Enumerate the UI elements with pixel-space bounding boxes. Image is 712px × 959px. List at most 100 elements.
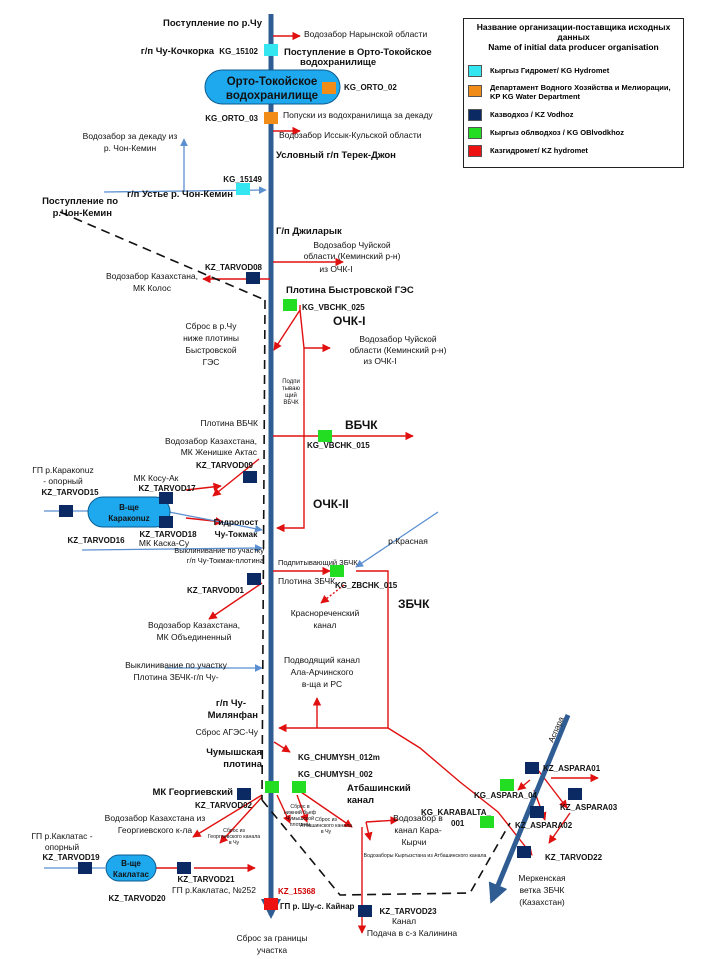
gp-kaklatas-label-2: опорный (45, 842, 80, 852)
station-kz-tarvod01 (247, 573, 261, 585)
legend-label: Кыргыз Гидромет/ KG Hydromet (490, 66, 610, 75)
chui-intake-2-label-1: Водозабор Чуйской (359, 334, 437, 344)
inflow-chu-label: Поступление по р.Чу (163, 18, 263, 29)
kg-orto-02-label: KG_ORTO_02 (344, 83, 397, 92)
kg-vbchk-025-label: KG_VBCHK_025 (302, 303, 365, 312)
kz-georg-label-2: Георгиевского к-ла (118, 825, 193, 835)
station-kz-tarvod21 (177, 862, 191, 874)
kg-karabalta-label-1: KG_KARABALTA_ (421, 808, 491, 817)
atbash-intakes-arrow (364, 821, 373, 841)
canal-kalinin-label-2: Подача в с-з Калинина (367, 928, 457, 938)
zbchk-to-merken-arrow (387, 727, 533, 856)
gp-kaklatas-label-1: ГП р.Каклатас - (31, 831, 92, 841)
chui-intake-1-label-2: области (Кеминский р-н) (304, 251, 401, 261)
legend-swatch-green (468, 127, 482, 139)
legend-swatch-red (468, 145, 482, 157)
legend-swatch-orange (468, 85, 482, 97)
gp-jilaryk-label: Г/п Джиларык (276, 226, 342, 237)
legend-title-ru: Название организации-поставщика исходных… (476, 22, 671, 42)
smoothing-2-label-2: Плотина ЗБЧК-г/п Чу- (133, 672, 218, 682)
chumysh-dam-label-1: Чумышская (206, 747, 262, 758)
legend-item-kz-vodhoz: Казводхоз / KZ Vodhoz (468, 107, 680, 125)
legend-title: Название организации-поставщика исходных… (464, 19, 683, 56)
krasnaya-inflow (355, 511, 439, 568)
kara-kyrch-label-2: канал Кара- (394, 825, 442, 835)
ages-discharge-label: Сброс АГЭС-Чу (196, 727, 259, 737)
chumysh-lower-label-4: плотины (290, 822, 311, 828)
kara-kyrch-label-1: Водозабор в (393, 813, 443, 823)
legend-label: Кыргыз облводхоз / KG OBlvodkhoz (490, 128, 624, 137)
kz-tarvod02-label: KZ_TARVOD02 (195, 801, 253, 810)
discharge-label-1: Сброс в р.Чу (186, 321, 238, 331)
kz-tarvod08-label: KZ_TARVOD08 (205, 263, 263, 272)
kz-tarvod22-label: KZ_TARVOD22 (545, 853, 603, 862)
discharge-label-3: Быстровской (185, 345, 236, 355)
gp-shu-kainar-label: ГП р. Шу-с. Кайнар (280, 902, 355, 911)
kg-15102-label: KG_15102 (219, 47, 258, 56)
border-discharge-label-2: участка (257, 945, 287, 955)
atbash-discharge-label-3: в Чу (321, 829, 332, 835)
gp-karakonuz-label-2: - опорный (43, 476, 83, 486)
border-discharge-label-1: Сброс за границы (236, 933, 307, 943)
kg-orto-03-label: KG_ORTO_03 (205, 114, 258, 123)
station-kg-karabalta-001 (480, 816, 494, 828)
gp-milyan-label-1: г/п Чу- (216, 698, 246, 709)
kg-atbash-intakes-label: Водозаборы Кыргызстана из Атбашинского к… (364, 853, 487, 859)
atbash-discharge-label-2: Атбашинского канала (300, 823, 352, 829)
chumysh-lower-label-1: Сброс в (290, 804, 310, 810)
kz-kolos-label-1: Водозабор Казахстана, (106, 271, 198, 281)
boundary-1 (59, 211, 266, 301)
station-kg-vbchk-015 (318, 430, 332, 442)
mk-kaskasu-label: МК Каска-Су (139, 538, 190, 548)
kz-tarvod15-label: KZ_TARVOD15 (41, 488, 99, 497)
chonkemin-decade-label-2: р. Чон-Кемин (104, 143, 157, 153)
kz-georg-label-1: Водозабор Казахстана из (105, 813, 206, 823)
supply-canal-label-3: в-ща и РС (302, 679, 342, 689)
kz-obed-arrow (208, 582, 263, 620)
gp-karakonuz-label-1: ГП р.Каракоnuz (32, 465, 94, 475)
kz-tarvod21-label: KZ_TARVOD21 (177, 875, 235, 884)
gp-tokmak-label-2: Чу-Токмак (215, 529, 259, 539)
station-kz-tarvod18 (159, 516, 173, 528)
naryn-intake-label: Водозабор Нарынской области (304, 29, 427, 39)
chonkemin-decade-label-1: Водозабор за декаду из (83, 131, 178, 141)
gp-tokmak-label-1: Гидропост (214, 517, 259, 527)
atbash-discharge-label-1: Сброс из (315, 817, 337, 823)
chumysh-lower-label-3: Чумышской (286, 815, 314, 822)
kz-tarvod23-label: KZ_TARVOD23 (379, 907, 437, 916)
kz-tarvod16-label: KZ_TARVOD16 (67, 536, 125, 545)
kz-tarvod18-label: KZ_TARVOD18 (139, 530, 197, 539)
kara-kyrch-label-3: Кырчи (402, 837, 427, 847)
kg-karabalta-label-2: 001 (451, 819, 465, 828)
station-kz-tarvod09 (243, 471, 257, 483)
merken-label-2: ветка ЗБЧК (520, 885, 565, 895)
reservoir-label-1: Орто-Токойское (227, 76, 318, 88)
georg-discharge-label-1: Сброс из (223, 828, 245, 834)
ochk1-label: ОЧК-I (333, 314, 365, 328)
kz-tarvod09-label: KZ_TARVOD09 (196, 461, 254, 470)
chumysh-lower-arrow (276, 794, 291, 824)
dam-zbchk-label: Плотина ЗБЧК (278, 576, 335, 586)
discharge-label-2: ниже плотины (183, 333, 239, 343)
kaklatas-reservoir (105, 854, 157, 882)
krasnorech-arrow (320, 584, 345, 604)
station-kz-aspara03 (568, 788, 582, 800)
kosuak-arrow (185, 482, 222, 492)
r-krasnaya-label: р.Красная (388, 536, 428, 546)
legend-item-kg-hydromet: Кыргыз Гидромет/ KG Hydromet (468, 63, 680, 81)
merken-label-1: Меркенская (518, 873, 566, 883)
kaklatas-res-label-2: Каклатас (113, 870, 149, 879)
podach-label-1: Подпи (282, 379, 300, 385)
kg-aspara-04-label: KG_ASPARA_04 (474, 791, 538, 800)
release-decade-label: Попуски из водохранилища за декаду (283, 110, 433, 120)
krasnorech-label-1: Краснореченский (291, 608, 360, 618)
ochk2-label: ОЧК-II (313, 497, 349, 511)
station-kz-tarvod02 (237, 788, 251, 800)
legend-swatch-cyan (468, 65, 482, 77)
kg-15149-label: KG_15149 (223, 175, 262, 184)
station-kz-tarvod23 (358, 905, 372, 917)
gp-chu-kochkorka-label: г/п Чу-Кочкорка (141, 46, 215, 57)
legend-label: Департамент Водного Хозяйства и Мелиорац… (490, 83, 671, 101)
kz-tarvod17-label: KZ_TARVOD17 (138, 484, 196, 493)
